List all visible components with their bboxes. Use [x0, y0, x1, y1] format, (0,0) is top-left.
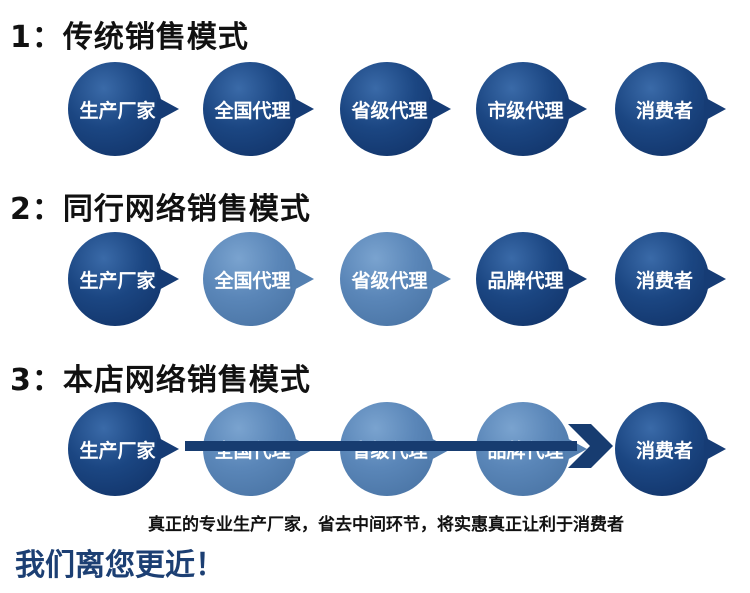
section1-title: 1：传统销售模式 [10, 20, 249, 55]
s2-node-brand-agent-label: 品牌代理 [487, 269, 564, 292]
s2-node-brand-agent: 品牌代理 [476, 232, 591, 326]
s2-node-provincial-agent-label: 省级代理 [351, 269, 428, 292]
s2-node-manufacturer: 生产厂家 [68, 232, 183, 326]
s3-node-manufacturer: 生产厂家 [68, 402, 183, 496]
s2-node-national-agent-label: 全国代理 [214, 269, 291, 292]
s1-node-national-agent-label: 全国代理 [214, 99, 291, 122]
s3-node-consumer: 消费者 [615, 402, 730, 496]
s1-node-city-agent: 市级代理 [476, 62, 591, 156]
s1-node-city-agent-label: 市级代理 [487, 99, 564, 122]
s2-node-national-agent: 全国代理 [203, 232, 318, 326]
direct-sale-arrow-head [568, 424, 613, 468]
direct-sale-note: 真正的专业生产厂家，省去中间环节，将实惠真正让利于消费者 [148, 515, 624, 535]
s2-node-provincial-agent: 省级代理 [340, 232, 455, 326]
s1-node-consumer-label: 消费者 [635, 99, 693, 122]
s3-node-consumer-label: 消费者 [635, 439, 693, 462]
slogan: 我们离您更近！ [15, 548, 225, 583]
s1-node-manufacturer-label: 生产厂家 [79, 99, 156, 122]
s2-node-consumer: 消费者 [615, 232, 730, 326]
s1-node-consumer: 消费者 [615, 62, 730, 156]
s1-node-provincial-agent: 省级代理 [340, 62, 455, 156]
s2-node-manufacturer-label: 生产厂家 [79, 269, 156, 292]
s1-node-national-agent: 全国代理 [203, 62, 318, 156]
section3-title: 3：本店网络销售模式 [10, 363, 311, 398]
s1-node-provincial-agent-label: 省级代理 [351, 99, 428, 122]
direct-sale-arrow-shaft [185, 441, 577, 451]
s3-node-manufacturer-label: 生产厂家 [79, 439, 156, 462]
s2-node-consumer-label: 消费者 [635, 269, 693, 292]
section2-title: 2：同行网络销售模式 [10, 192, 311, 227]
s1-node-manufacturer: 生产厂家 [68, 62, 183, 156]
